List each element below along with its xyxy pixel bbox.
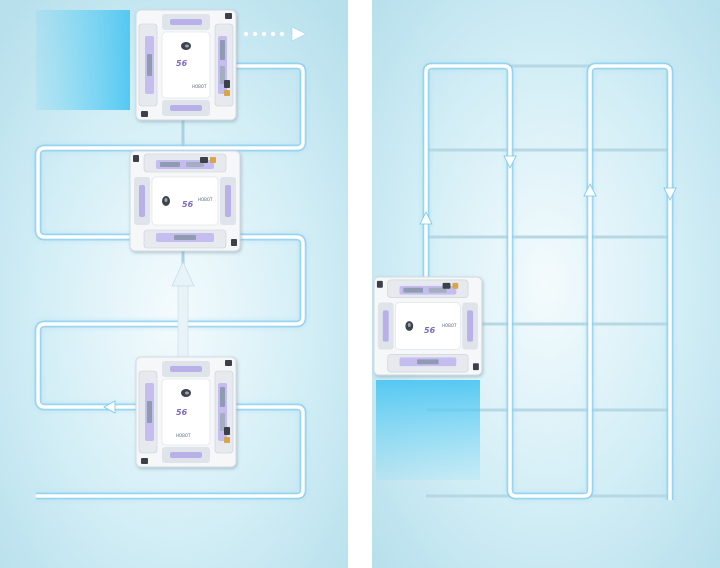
horizontal-zigzag-path [34,62,307,500]
robot-top: 56 HOBOT [135,9,237,121]
robot-right: 56 HOBOT [373,276,483,376]
robot-model-label: 56 [176,408,188,417]
down-arrow-icon [503,155,517,169]
robot-model-label: 56 [182,200,194,209]
left-panel: 56 HOBOT 56 HOBOT 56 HOBOT [0,0,348,568]
robot-middle: 56 HOBOT [129,150,241,252]
down-arrow-icon [663,187,677,201]
right-panel: 56 HOBOT [372,0,720,568]
robot-brand-label: HOBOT [442,323,457,328]
left-arrow-icon [103,400,116,414]
robot-brand-label: HOBOT [176,433,191,438]
vertical-zigzag-path [422,62,674,500]
robot-brand-label: HOBOT [198,197,213,202]
cleaned-area-trail [376,380,480,480]
robot-model-label: 56 [176,59,188,68]
up-arrow-icon [583,183,597,197]
robot-brand-label: HOBOT [192,84,207,89]
dotted-direction-arrow-icon [243,26,307,42]
robot-model-label: 56 [424,326,436,335]
up-arrow-icon [171,261,195,358]
robot-bottom: 56 HOBOT [135,356,237,468]
up-arrow-icon [419,211,433,225]
cleaned-area-trail [36,10,130,110]
